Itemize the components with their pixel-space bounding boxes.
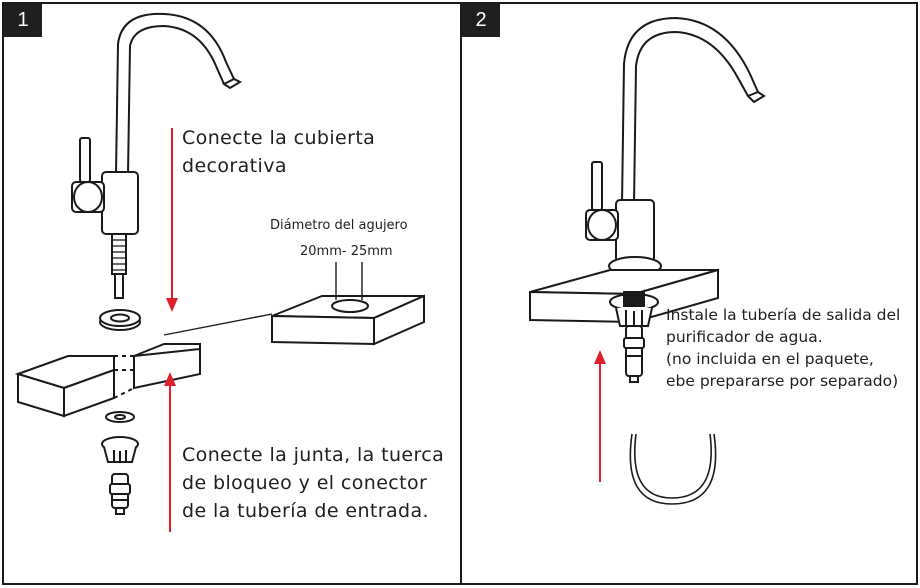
countertop-icon: [14, 262, 425, 418]
arrow-down-icon: [166, 128, 178, 312]
step-1-badge: 1: [4, 4, 42, 37]
caption-line: ebe prepararse por separado): [666, 372, 899, 390]
faucet-icon: [585, 16, 766, 285]
connector-icon: [623, 325, 645, 383]
caption-line: (no incluida en el paquete,: [666, 350, 874, 368]
step-2-badge: 2: [462, 4, 500, 37]
hose-icon: [629, 433, 717, 505]
nut-icon: [609, 291, 659, 327]
caption-outlet-pipe: Instale la tubería de salida del purific…: [666, 304, 900, 392]
faucet-icon: [71, 12, 243, 299]
caption-decorative-cover: Conecte la cubierta decorativa: [182, 124, 375, 180]
caption-line: de bloqueo y el conector: [182, 472, 428, 494]
caption-line: Instale la tubería de salida del: [666, 306, 901, 324]
washer-icon: [99, 309, 141, 331]
step-2-panel: 2: [460, 2, 918, 585]
caption-line: Conecte la cubierta: [182, 127, 376, 149]
caption-gasket-nut: Conecte la junta, la tuerca de bloqueo y…: [182, 441, 444, 525]
hole-diameter-label: Diámetro del agujero: [270, 218, 408, 233]
arrow-up-icon: [164, 372, 176, 532]
caption-line: decorativa: [182, 155, 287, 177]
step-2-illustration: [529, 16, 766, 505]
caption-line: de la tubería de entrada.: [182, 500, 429, 522]
caption-line: purificador de agua.: [666, 328, 823, 346]
nut-icon: [101, 411, 139, 463]
hole-size-label: 20mm- 25mm: [300, 244, 393, 259]
caption-line: Conecte la junta, la tuerca: [182, 444, 445, 466]
step-1-panel: 1: [2, 2, 462, 585]
arrow-up-icon: [594, 350, 606, 482]
countertop-icon: [529, 268, 719, 324]
connector-icon: [109, 473, 131, 515]
step-1-illustration: [14, 12, 425, 532]
